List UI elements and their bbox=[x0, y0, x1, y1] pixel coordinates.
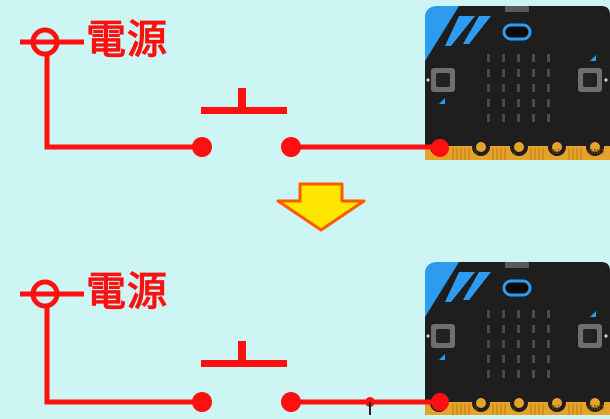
power-source-symbol bbox=[20, 279, 84, 309]
pin-label-1: 1 bbox=[474, 148, 478, 156]
microbit-board: 1 2 3V GND bbox=[423, 4, 610, 162]
pin-label-gnd: GND bbox=[588, 148, 604, 156]
circuit-top: 1 2 3V GND bbox=[20, 4, 610, 162]
push-switch bbox=[201, 341, 287, 367]
pin-label-1: 1 bbox=[474, 404, 478, 412]
pin-label-3v: 3V bbox=[550, 148, 559, 156]
power-source-symbol bbox=[20, 27, 84, 57]
power-label: 電源 bbox=[86, 17, 168, 63]
down-arrow bbox=[276, 182, 366, 232]
pin0-contact bbox=[431, 393, 449, 411]
switch-terminal-left bbox=[192, 137, 212, 157]
pin-label-3v: 3V bbox=[550, 404, 559, 412]
pin0-contact bbox=[431, 139, 449, 157]
push-switch bbox=[201, 88, 287, 114]
power-label: 電源 bbox=[86, 269, 168, 315]
pin-label-2: 2 bbox=[512, 148, 516, 156]
switch-terminal-left bbox=[192, 392, 212, 412]
circuit-bottom: 1 2 3V GND bbox=[20, 260, 610, 418]
microbit-board: 1 2 3V GND bbox=[423, 260, 610, 418]
pin-label-2: 2 bbox=[512, 404, 516, 412]
wire-power-to-switch bbox=[44, 54, 202, 150]
pin-label-gnd: GND bbox=[588, 404, 604, 412]
wire-power-to-switch bbox=[44, 306, 202, 405]
